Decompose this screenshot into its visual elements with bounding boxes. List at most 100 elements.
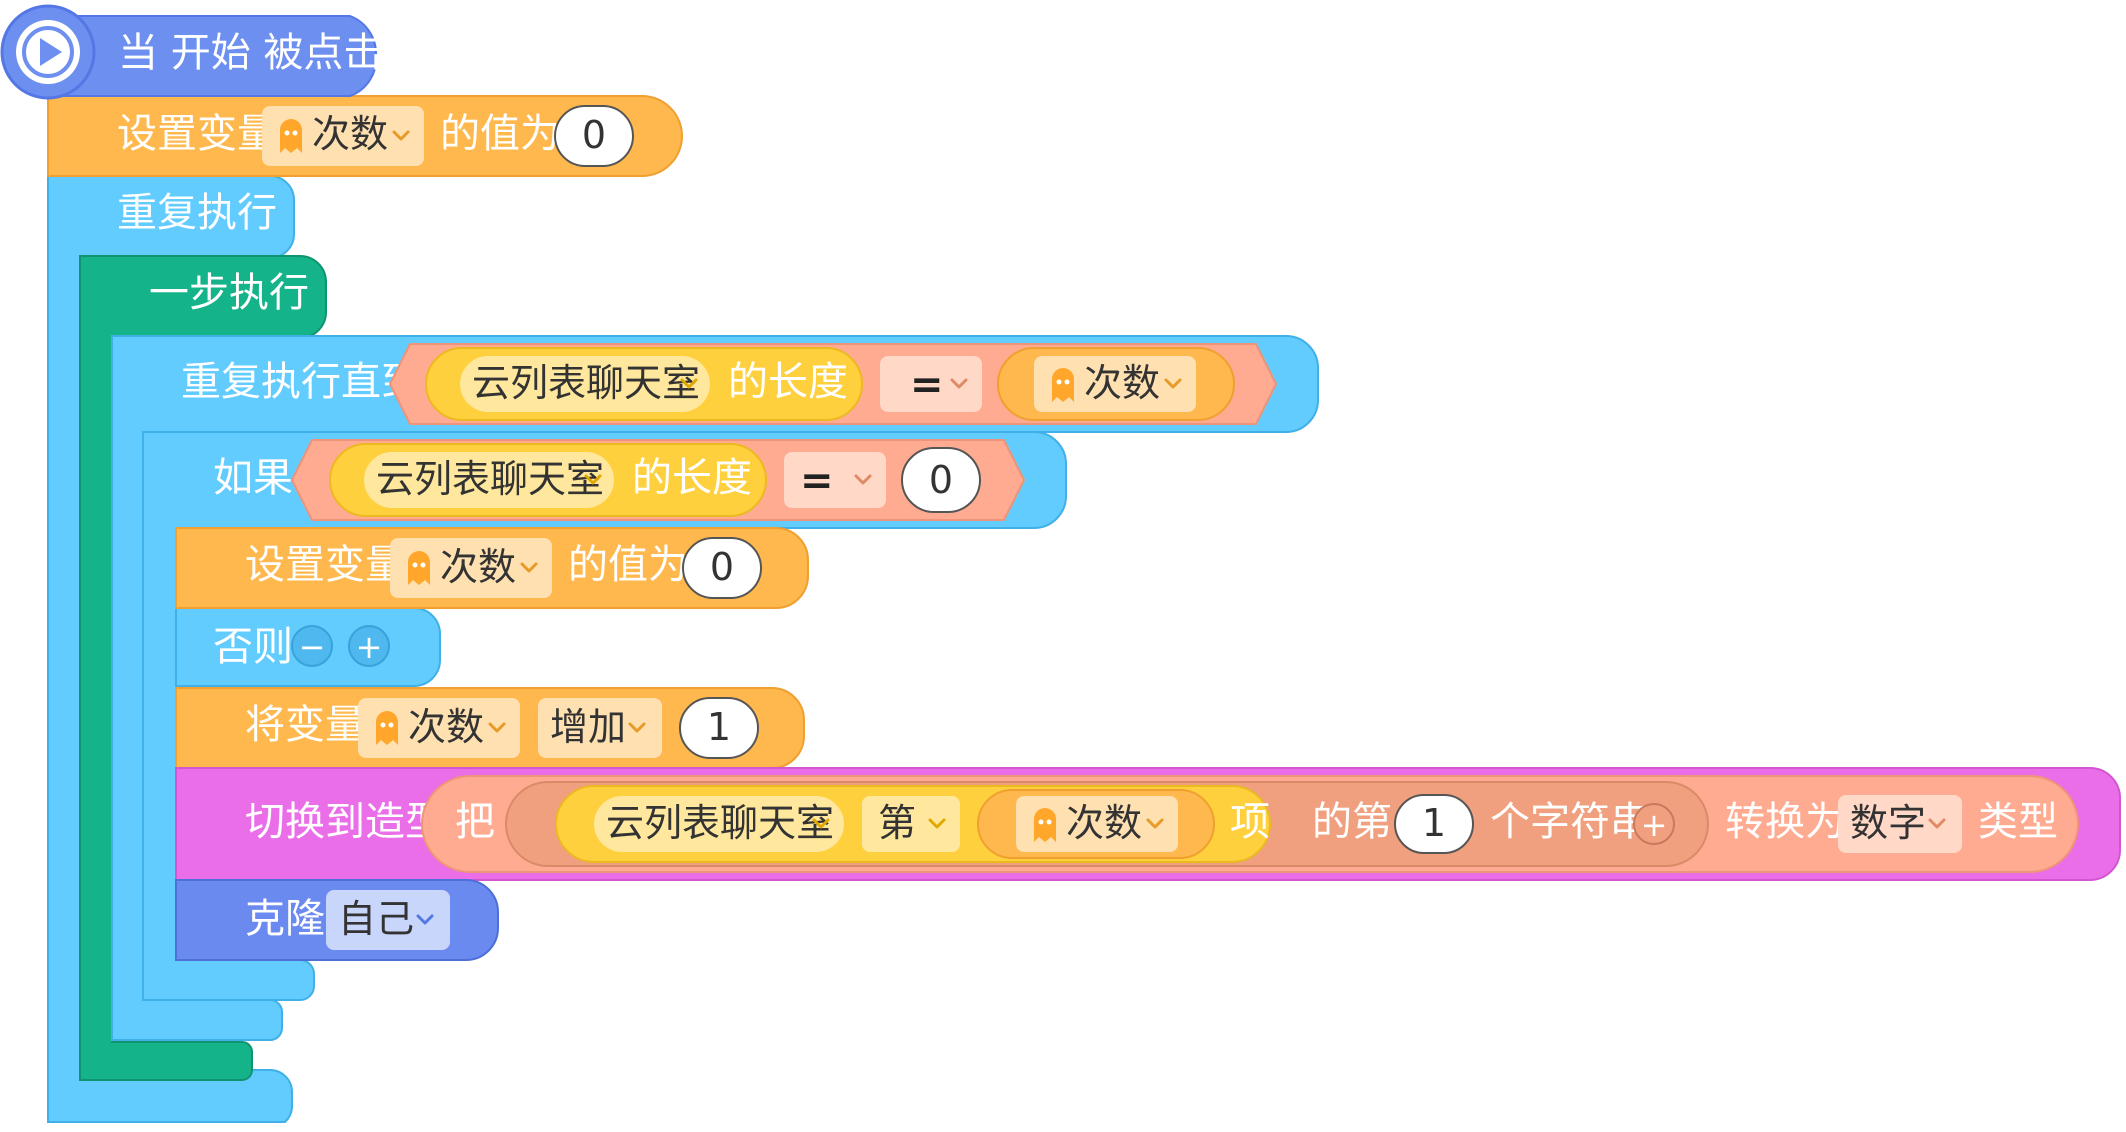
svg-text:次数: 次数 [440,545,516,589]
chevron-down-icon [416,914,434,925]
repeat-until-condition[interactable]: 云列表聊天室 的长度 = 次数 [388,343,1278,425]
svg-text:项: 项 [1230,799,1270,845]
ghost-icon [1052,368,1074,402]
chevron-down-icon [1146,818,1164,829]
svg-text:类型: 类型 [1978,799,2058,845]
variable-dropdown[interactable]: 次数 [358,698,520,758]
svg-text:=: = [800,458,834,504]
svg-text:云列表聊天室: 云列表聊天室 [472,361,700,405]
svg-text:次数: 次数 [1066,801,1142,845]
svg-text:次数: 次数 [1084,361,1160,405]
clone-label: 克隆 [245,896,325,942]
svg-text:云列表聊天室: 云列表聊天室 [606,801,834,845]
char-index-input[interactable]: 1 [1394,794,1474,854]
list-dropdown[interactable]: 云列表聊天室 [594,796,844,852]
chevron-down-icon [680,378,698,389]
variable-dropdown[interactable]: 次数 [262,106,424,166]
chevron-down-icon [520,562,538,573]
set-variable-block[interactable]: 设置变量 次数 的值为 0 [47,95,684,177]
else-plus-button[interactable]: + [348,625,390,667]
value-input[interactable]: 0 [682,537,762,599]
variable-reporter[interactable]: 次数 [977,789,1215,859]
list-dropdown[interactable]: 云列表聊天室 [460,356,710,412]
switch-costume-label: 切换到造型 [245,799,445,845]
ghost-icon [1034,808,1056,842]
variable-dropdown[interactable]: 次数 [390,538,552,598]
value-input[interactable]: 1 [679,697,759,759]
svg-text:的第: 的第 [1312,799,1392,845]
chevron-down-icon [950,378,968,389]
list-length-reporter[interactable]: 云列表聊天室 的长度 [425,347,863,421]
clone-target-dropdown[interactable]: 自己 [326,890,450,950]
svg-text:云列表聊天室: 云列表聊天室 [376,457,604,501]
action-dropdown[interactable]: 增加 [538,698,662,758]
svg-text:−: − [299,628,326,666]
svg-text:的值为: 的值为 [568,542,688,588]
chevron-down-icon [1928,818,1946,829]
chevron-down-icon [1164,378,1182,389]
repeat-until-label: 重复执行直到 [181,359,421,405]
svg-text:自己: 自己 [338,897,414,941]
ghost-icon [408,551,430,585]
repeat-forever-label: 重复执行 [117,190,277,236]
chevron-down-icon [928,818,946,829]
svg-text:个字符串: 个字符串 [1490,799,1650,845]
svg-text:第: 第 [878,801,916,845]
play-icon [0,4,96,100]
svg-text:0: 0 [929,458,953,502]
list-dropdown[interactable]: 云列表聊天室 [364,452,614,508]
svg-text:1: 1 [1422,801,1446,845]
change-variable-block[interactable]: 将变量 次数 增加 1 [175,687,805,769]
step-exec-block[interactable]: 一步执行 [79,255,327,1081]
ghost-icon [376,711,398,745]
svg-text:的长度: 的长度 [632,455,752,501]
change-variable-label: 将变量 [245,702,365,748]
chevron-down-icon [392,130,410,141]
svg-text:0: 0 [710,545,734,589]
variable-reporter[interactable]: 次数 [997,347,1235,421]
else-minus-button[interactable]: − [291,625,333,667]
chevron-down-icon [812,818,830,829]
if-condition[interactable]: 云列表聊天室 的长度 = 0 [290,439,1026,521]
clone-block[interactable]: 克隆 自己 [175,879,499,961]
switch-costume-block[interactable]: 切换到造型 把 云列表聊天室 第 [175,767,2121,881]
svg-text:1: 1 [707,705,731,749]
chevron-down-icon [854,474,872,485]
svg-text:次数: 次数 [312,112,388,156]
step-exec-label: 一步执行 [149,270,309,316]
if-label: 如果 [213,455,293,501]
value-input[interactable]: 0 [554,105,634,167]
convert-type-reporter[interactable]: 把 云列表聊天室 第 [421,775,2079,873]
set-variable-label: 设置变量 [117,111,277,157]
svg-text:+: + [1641,806,1668,844]
svg-text:的长度: 的长度 [728,359,848,405]
svg-text:=: = [910,362,944,408]
operator-dropdown[interactable]: = [880,356,982,412]
svg-text:转换为: 转换为 [1725,799,1845,845]
list-item-reporter[interactable]: 云列表聊天室 第 次数 [555,785,1271,863]
list-length-reporter[interactable]: 云列表聊天室 的长度 [329,443,767,517]
type-dropdown[interactable]: 数字 [1838,795,1962,853]
svg-text:次数: 次数 [408,705,484,749]
item-mode-dropdown[interactable]: 第 [862,796,960,852]
svg-text:数字: 数字 [1850,801,1926,845]
else-label: 否则 [213,624,293,670]
svg-text:的值为: 的值为 [440,111,560,157]
svg-text:+: + [356,628,383,666]
svg-text:把: 把 [455,799,495,845]
when-start-clicked-label: 当 开始 被点击 [118,30,383,76]
value-input[interactable]: 0 [901,447,981,513]
add-param-button[interactable]: + [1633,803,1675,845]
chevron-down-icon [584,474,602,485]
svg-text:0: 0 [582,113,606,157]
when-start-clicked-block[interactable]: 当 开始 被点击 [0,4,383,100]
char-at-reporter[interactable]: 云列表聊天室 第 次数 [505,781,1709,867]
set-variable-inner-block[interactable]: 设置变量 次数 的值为 0 [175,527,809,609]
operator-dropdown[interactable]: = [784,452,886,508]
chevron-down-icon [628,722,646,733]
set-variable-inner-label: 设置变量 [245,542,405,588]
chevron-down-icon [488,722,506,733]
svg-text:增加: 增加 [550,705,626,749]
ghost-icon [280,119,302,153]
